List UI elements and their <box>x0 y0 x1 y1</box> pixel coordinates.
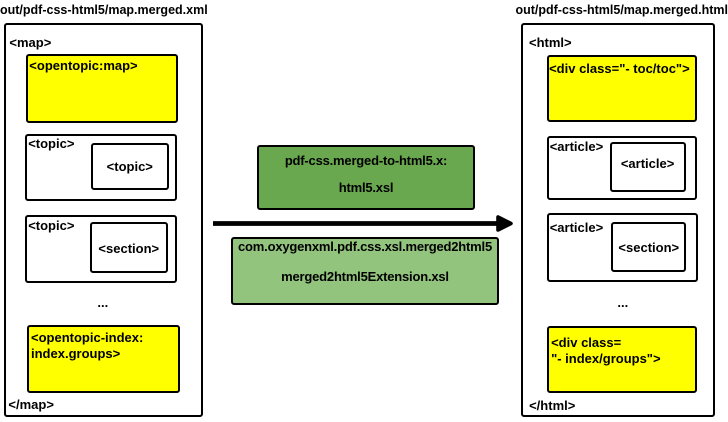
xslt-file-label: html5.xsl <box>338 179 394 195</box>
toc-div-label: <div class="- toc/toc"> <box>549 60 690 76</box>
opentopic-index-line2: index.groups> <box>31 346 121 362</box>
topic2-box: <topic> <section> <box>25 214 178 283</box>
xslt-stylesheet-box: pdf-css.merged-to-html5.x: html5.xsl <box>257 144 475 210</box>
extension-file-label: merged2html5Extension.xsl <box>281 268 449 284</box>
map-open-tag-label: <map> <box>9 34 52 50</box>
article1-box: <article> <article> <box>547 135 698 201</box>
map-close-tag-label: </map> <box>8 397 54 412</box>
right-file-title: out/pdf-css-html5/map.merged.html <box>515 2 728 17</box>
topic2-label: <topic> <box>28 218 75 234</box>
section2-inner-box: <section> <box>611 221 687 272</box>
opentopic-index-line1: <opentopic-index: <box>31 330 144 346</box>
extension-stylesheet-box: com.oxygenxml.pdf.css.xsl.merged2html5 m… <box>231 236 499 305</box>
index-div-box: <div class= "- index/groups"> <box>546 326 697 393</box>
topic1-inner-box: <topic> <box>90 142 169 190</box>
opentopic-index-label: <opentopic-index: index.groups> <box>31 330 143 362</box>
index-div-line1: <div class= <box>551 335 622 351</box>
topic1-box: <topic> <topic> <box>25 133 178 202</box>
toc-div-box: <div class="- toc/toc"> <box>546 55 697 122</box>
article1-inner-box: <article> <box>609 142 686 193</box>
article2-label: <article> <box>549 219 604 235</box>
article2-box: <article> <section> <box>547 212 699 282</box>
transform-arrow <box>213 215 513 232</box>
html-container-box: <html> <div class="- toc/toc"> <article>… <box>521 23 715 417</box>
index-div-line2: "- index/groups"> <box>551 351 661 367</box>
index-div-label: <div class= "- index/groups"> <box>551 335 660 367</box>
section-inner-label: <section> <box>98 240 160 256</box>
topic1-label: <topic> <box>28 135 75 151</box>
left-file-title: out/pdf-css-html5/map.merged.xml <box>0 2 208 17</box>
left-ellipsis: ... <box>97 294 109 310</box>
html-open-tag-label: <html> <box>529 34 572 50</box>
article1-inner-label: <article> <box>620 156 675 172</box>
topic1-inner-label: <topic> <box>106 159 153 175</box>
opentopic-map-label: <opentopic:map> <box>29 58 138 74</box>
section-inner-box: <section> <box>89 221 168 273</box>
opentopic-map-box: <opentopic:map> <box>26 53 179 123</box>
section2-inner-label: <section> <box>618 239 680 255</box>
right-ellipsis: ... <box>617 294 629 310</box>
map-container-box: <map> <opentopic:map> <topic> <topic> <t… <box>4 23 203 417</box>
html-close-tag-label: </html> <box>529 397 576 413</box>
article1-label: <article> <box>549 138 604 154</box>
opentopic-index-box: <opentopic-index: index.groups> <box>27 324 180 393</box>
extension-package-label: com.oxygenxml.pdf.css.xsl.merged2html5 <box>238 239 492 255</box>
xslt-name-label: pdf-css.merged-to-html5.x: <box>284 153 448 169</box>
